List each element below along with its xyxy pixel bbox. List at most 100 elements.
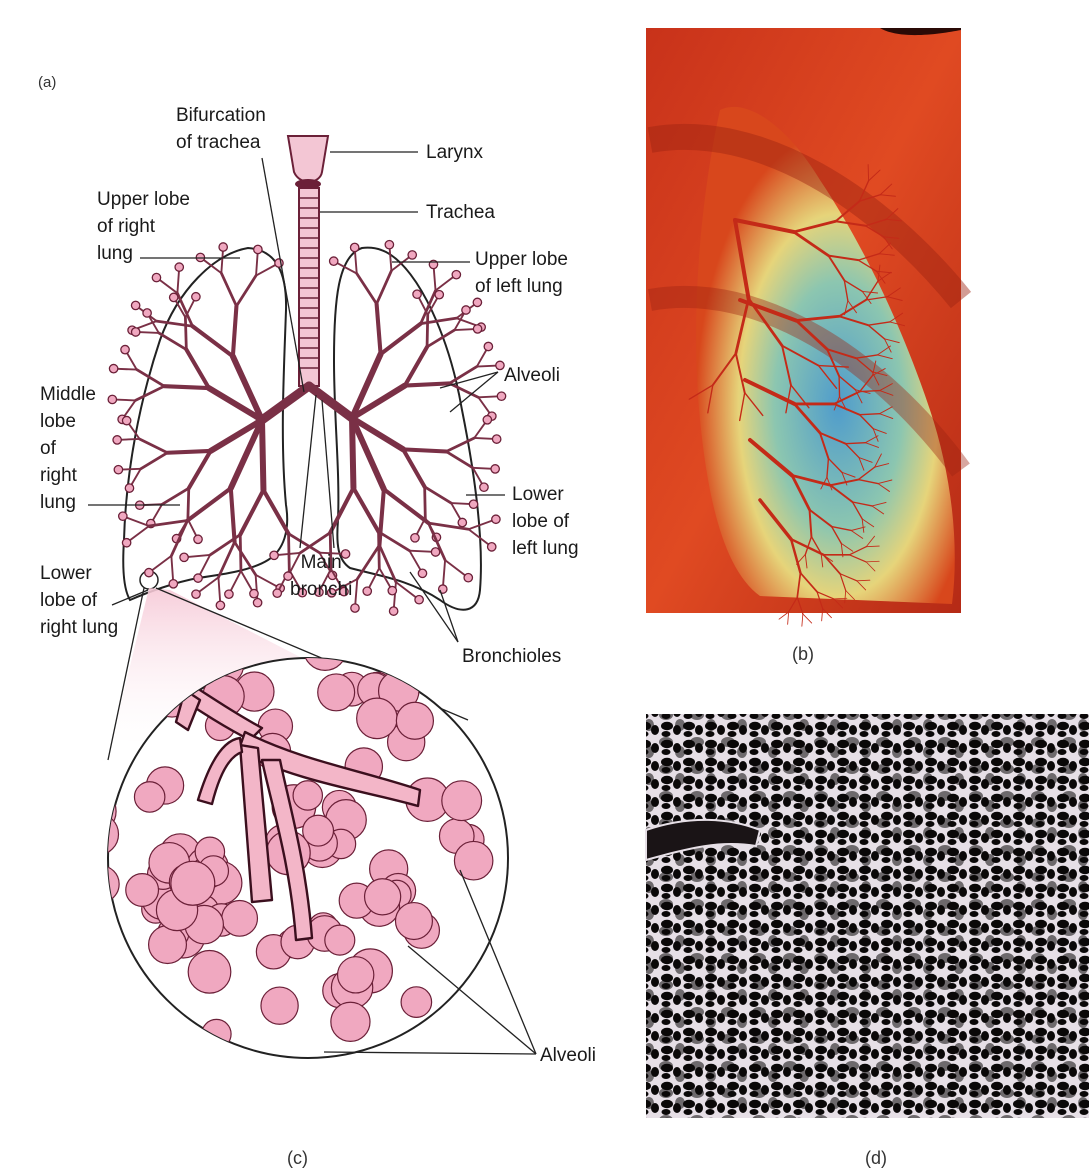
alveolar-sac [304,627,347,670]
alveolus-bud [411,534,419,542]
alveolus-bud [131,301,139,309]
alveolus-bud [143,309,151,317]
label-middle-lobe-right-lung: Middle lobe of right lung [40,381,96,516]
alveolus-bud [492,515,500,523]
alveolus-bud [458,518,466,526]
alveolar-sac [74,782,114,822]
alveolus-bud [131,328,139,336]
alveolus-bud [473,325,481,333]
label-alveoli-a: Alveoli [504,362,560,389]
vessel-branch [802,614,803,626]
panel-label-b: (b) [792,644,814,665]
bronchus-segment [352,418,353,488]
bronchus-segment [185,317,186,349]
alveolar-sac [302,614,331,643]
alveolus-bud [108,395,116,403]
alveolus-bud [452,270,460,278]
alveolus-bud [254,245,262,253]
alveolus-bud [464,574,472,582]
alveolus-bud [270,551,278,559]
alveolar-sac [401,987,432,1018]
alveolus-bud [389,607,397,615]
alveolar-sac [346,609,376,639]
alveolus-bud [192,293,200,301]
alveolar-sac [77,814,118,855]
alveolar-sac [202,1019,231,1048]
alveolus-bud [388,586,396,594]
label-trachea: Trachea [426,199,495,226]
alveolus-bud [121,345,129,353]
bronchus-segment [379,532,380,568]
alveolus-bud [122,539,130,547]
alveolus-bud [484,342,492,350]
alveolar-sac [188,951,231,994]
alveolus-bud [194,535,202,543]
alveolar-sac [293,781,322,810]
alveolar-sac [454,841,492,879]
alveolus-bud [192,590,200,598]
bronchus-segment [164,386,209,388]
micrograph-overlay [646,714,1089,1118]
alveolus-bud [125,484,133,492]
bronchus-segment [405,383,450,385]
alveolus-bud [431,548,439,556]
alveolus-bud [122,416,130,424]
alveolus-bud [496,361,504,369]
alveolus-bud [145,568,153,576]
alveolus-bud [253,599,261,607]
alveolus-bud [413,290,421,298]
alveolar-sac [325,925,355,955]
alveolus-bud [483,416,491,424]
alveolus-bud [480,483,488,491]
alveolus-bud [119,512,127,520]
alveolus-bud [469,500,477,508]
larynx-shape [288,136,328,182]
alveolar-sac [365,879,401,915]
alveolus-bud [152,273,160,281]
label-main-bronchi: Main bronchi [290,549,352,603]
alveolus-bud [114,465,122,473]
label-upper-lobe-left-lung: Upper lobe of left lung [475,246,568,300]
label-upper-lobe-right-lung: Upper lobe of right lung [97,186,190,267]
vessel-branch [788,612,789,624]
alveolus-bud [170,293,178,301]
alveolar-sac [222,900,258,936]
alveolus-bud [273,589,281,597]
alveolar-sac [338,957,374,993]
label-bifurcation-of-trachea: Bifurcation of trachea [176,102,266,156]
bronchus-segment [167,451,210,453]
alveolus-bud [169,580,177,588]
bronchus-segment [427,315,428,347]
alveolus-bud [497,392,505,400]
alveolus-bud [492,435,500,443]
alveolar-sac [171,861,215,905]
alveolus-bud [250,589,258,597]
alveolus-bud [219,243,227,251]
alveolus-bud [439,585,447,593]
alveolus-bud [435,290,443,298]
alveolar-sac [126,874,159,907]
bronchus-segment [403,449,446,451]
alveolus-bud [225,590,233,598]
bronchus-segment [262,420,263,490]
alveolus-bud [351,604,359,612]
alveolar-sac [442,781,482,821]
alveolus-bud [330,257,338,265]
alveolar-sac [331,1002,370,1041]
alveolar-sac [303,815,334,846]
alveolus-bud [180,553,188,561]
alveolar-sac [318,674,355,711]
label-alveoli-c: Alveoli [540,1042,596,1069]
alveolus-bud [415,596,423,604]
alveolus-bud [385,240,393,248]
bronchus-segment [240,535,241,571]
alveolus-bud [350,243,358,251]
alveolus-bud [408,251,416,259]
vessel-branch [803,614,812,623]
alveolus-bud [488,543,496,551]
label-bronchioles: Bronchioles [462,643,561,670]
bronchus-segment [425,487,426,518]
panel-label-a: (a) [38,74,56,91]
